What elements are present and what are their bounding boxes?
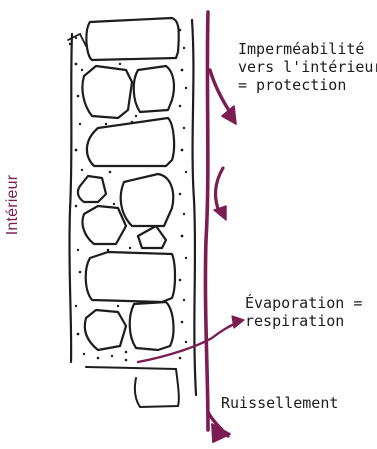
evaporation-arrow-head	[232, 316, 244, 328]
stone	[82, 66, 132, 118]
stone	[134, 66, 174, 112]
deflection-arrow-head	[214, 206, 226, 220]
stone	[78, 176, 106, 202]
stone	[138, 226, 166, 248]
protection-arrow	[210, 70, 230, 112]
stone	[82, 206, 126, 244]
outer-wall-edge	[192, 20, 196, 395]
foundation-outline	[135, 369, 179, 407]
inner-wall-edge	[69, 34, 72, 362]
wall-base-ledge	[86, 367, 176, 369]
interior-label: Intérieur	[3, 170, 23, 240]
render-coating-line	[205, 12, 208, 430]
evaporation-label: Évaporation = respiration	[245, 294, 362, 330]
stone	[121, 174, 174, 226]
impermeability-label: Imperméabilité vers l'intérieur = protec…	[238, 40, 377, 94]
stone	[130, 302, 174, 350]
stone	[86, 18, 178, 60]
stone	[87, 118, 174, 166]
stones	[78, 18, 179, 350]
runoff-label: Ruissellement	[221, 394, 338, 412]
stone	[85, 310, 126, 350]
stone	[86, 252, 175, 302]
